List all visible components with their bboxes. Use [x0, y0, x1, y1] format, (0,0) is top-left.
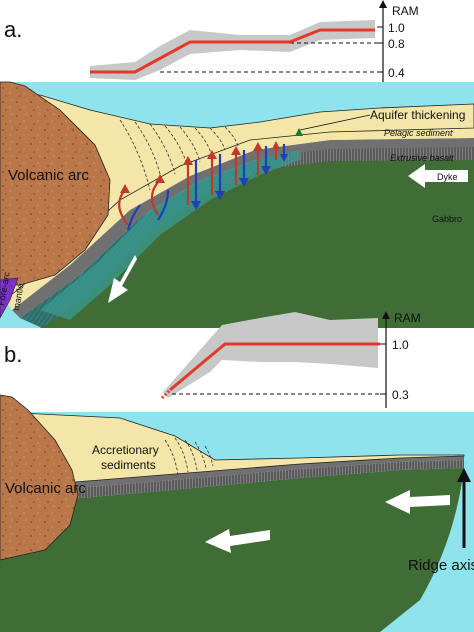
panel-a: a. RAM 1.0 0.8 0.4 [0, 0, 474, 328]
panel-a-forearc-label-2: mantle [11, 283, 26, 311]
panel-a-dyke-label: Dyke [437, 172, 458, 182]
panel-b-dyke-layer [0, 460, 464, 505]
panel-b-extrusive-basalt-layer [0, 456, 464, 494]
panel-a-slab-motion-arrow [108, 255, 137, 303]
panel-b-cross-section: Accretionary sediments Volcanic arc Ridg… [0, 394, 474, 632]
panel-b-ridge-axis-arrowhead [457, 468, 471, 482]
panel-a-cross-section: Fore-arc mantle [0, 81, 474, 328]
panel-a-ram-tick-label: 0.8 [388, 37, 405, 51]
panel-a-ram-curve [90, 28, 375, 74]
panel-a-fluid-zone [40, 150, 300, 320]
panel-b-letter: b. [4, 342, 22, 367]
panel-b-wedge-faults [164, 437, 214, 476]
panel-b-volcanic-arc [0, 394, 79, 561]
panel-a-ram-plot: RAM 1.0 0.8 0.4 [90, 0, 419, 82]
panel-b-ram-curve [169, 342, 380, 392]
panel-b-gabbro-layer [0, 468, 464, 632]
panel-a-seamount-marker [295, 128, 303, 136]
panel-b-volcanic-arc-label: Volcanic arc [5, 480, 86, 497]
panel-a-extrusive-label: Extrusive basalt [390, 153, 454, 163]
panel-a-dyke-hatch [280, 147, 474, 167]
panel-a-gabbro-label: Gabbro [432, 214, 462, 224]
panel-a-forearc-mantle [0, 277, 19, 319]
panel-b-accretionary-label-1: Accretionary [92, 443, 159, 457]
panel-b-ram-curve-dotted [160, 388, 172, 400]
panel-a-plate-motion-arrow [408, 164, 468, 188]
panel-b-slab-motion-arrow [205, 529, 270, 553]
panel-b: b. RAM 1.0 0.3 [0, 311, 474, 632]
panel-b-sediment-cover [0, 411, 465, 489]
panel-a-aquifer-label: Aquifer thickening [370, 108, 465, 122]
panel-a-volcanic-arc-label: Volcanic arc [8, 167, 89, 184]
panel-a-forearc-label-1: Fore-arc [0, 271, 12, 307]
panel-a-ram-tick-label: 1.0 [388, 21, 405, 35]
panel-a-letter: a. [4, 17, 22, 42]
panel-b-ram-tick-label: 1.0 [392, 338, 409, 352]
panel-b-ram-uncertainty-band [163, 312, 378, 398]
panel-b-plate-motion-arrow [385, 490, 450, 514]
panel-a-pelagic-label: Pelagic sediment [384, 128, 453, 138]
panel-a-volcanic-arc [0, 81, 111, 286]
panel-b-ram-tick-label: 0.3 [392, 388, 409, 402]
panel-a-gabbro-layer [40, 158, 474, 328]
panel-a-aquifer-leader [299, 114, 371, 131]
panel-b-ram-plot: RAM 1.0 0.3 [160, 311, 421, 408]
panel-b-ram-title: RAM [394, 311, 421, 325]
panel-b-ram-axis-arrowhead [382, 311, 390, 319]
panel-a-circulation-cells [118, 141, 288, 231]
panel-a-ram-tick-label: 0.4 [388, 66, 405, 80]
panel-a-ram-axis-arrowhead [379, 0, 387, 8]
panel-b-ridge-axis-label: Ridge axis [408, 557, 474, 574]
panel-a-ram-title: RAM [392, 4, 419, 18]
panel-b-accretionary-label-2: sediments [101, 458, 156, 472]
